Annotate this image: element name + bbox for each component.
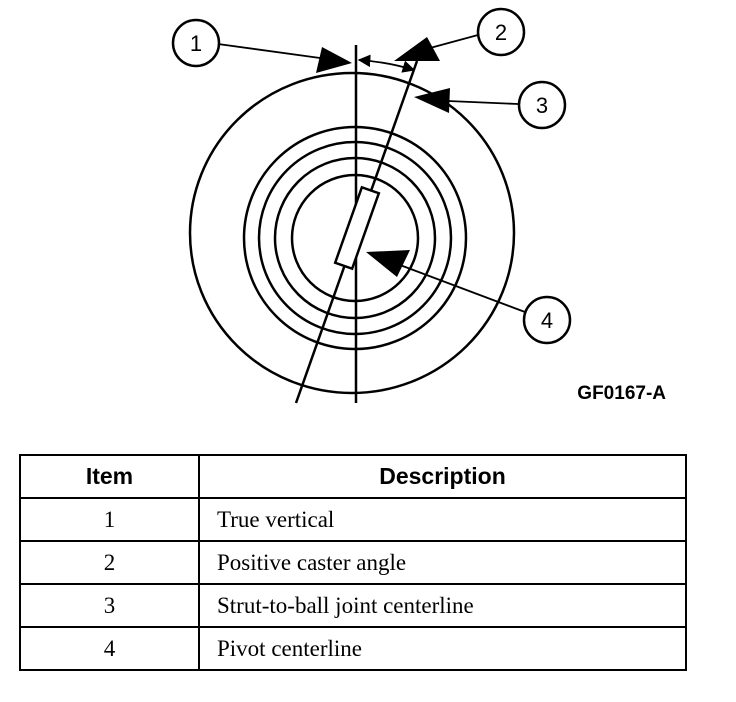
table-row: 2 Positive caster angle [19, 540, 687, 585]
callout-2: 2 [394, 7, 526, 61]
item-number: 3 [19, 583, 200, 628]
item-column-header: Item [19, 454, 200, 499]
table-row: 4 Pivot centerline [19, 626, 687, 671]
arrowhead-4 [366, 250, 410, 277]
callout-label-2: 2 [495, 20, 507, 45]
legend-header-row: Item Description [19, 454, 687, 499]
callout-circle-3 [517, 80, 567, 130]
arrowhead-2 [394, 37, 440, 61]
item-number: 4 [19, 626, 200, 671]
item-number: 2 [19, 540, 200, 585]
callout-label-1: 1 [190, 31, 202, 56]
leader-line-4 [399, 264, 526, 313]
callout-label-4: 4 [541, 308, 553, 333]
arrowhead-1 [316, 47, 352, 73]
figure-code: GF0167-A [577, 383, 666, 404]
description-column-header: Description [198, 454, 687, 499]
leader-line-2 [429, 34, 479, 49]
callout-4: 4 [366, 250, 572, 345]
callout-3: 3 [414, 80, 567, 130]
callout-circle-4 [522, 295, 572, 345]
tire-outer-ring [188, 71, 516, 395]
table-row: 3 Strut-to-ball joint centerline [19, 583, 687, 628]
pivot-block [333, 185, 381, 271]
table-row: 1 True vertical [19, 497, 687, 542]
leader-line-3 [447, 100, 519, 105]
callout-circle-2 [476, 7, 526, 57]
item-description: Positive caster angle [198, 540, 687, 585]
item-number: 1 [19, 497, 200, 542]
leader-line-1 [217, 43, 321, 59]
callout-circle-1 [171, 18, 221, 68]
callout-1: 1 [171, 18, 352, 73]
legend-table: Item Description 1 True vertical 2 Posit… [19, 454, 687, 671]
caster-angle-diagram: 1 2 3 4 GF0167-A [171, 7, 666, 404]
arrowhead-3 [414, 88, 450, 113]
caster-angle-arc [357, 54, 416, 73]
item-description: True vertical [198, 497, 687, 542]
item-description: Pivot centerline [198, 626, 687, 671]
item-description: Strut-to-ball joint centerline [198, 583, 687, 628]
callout-label-3: 3 [536, 93, 548, 118]
